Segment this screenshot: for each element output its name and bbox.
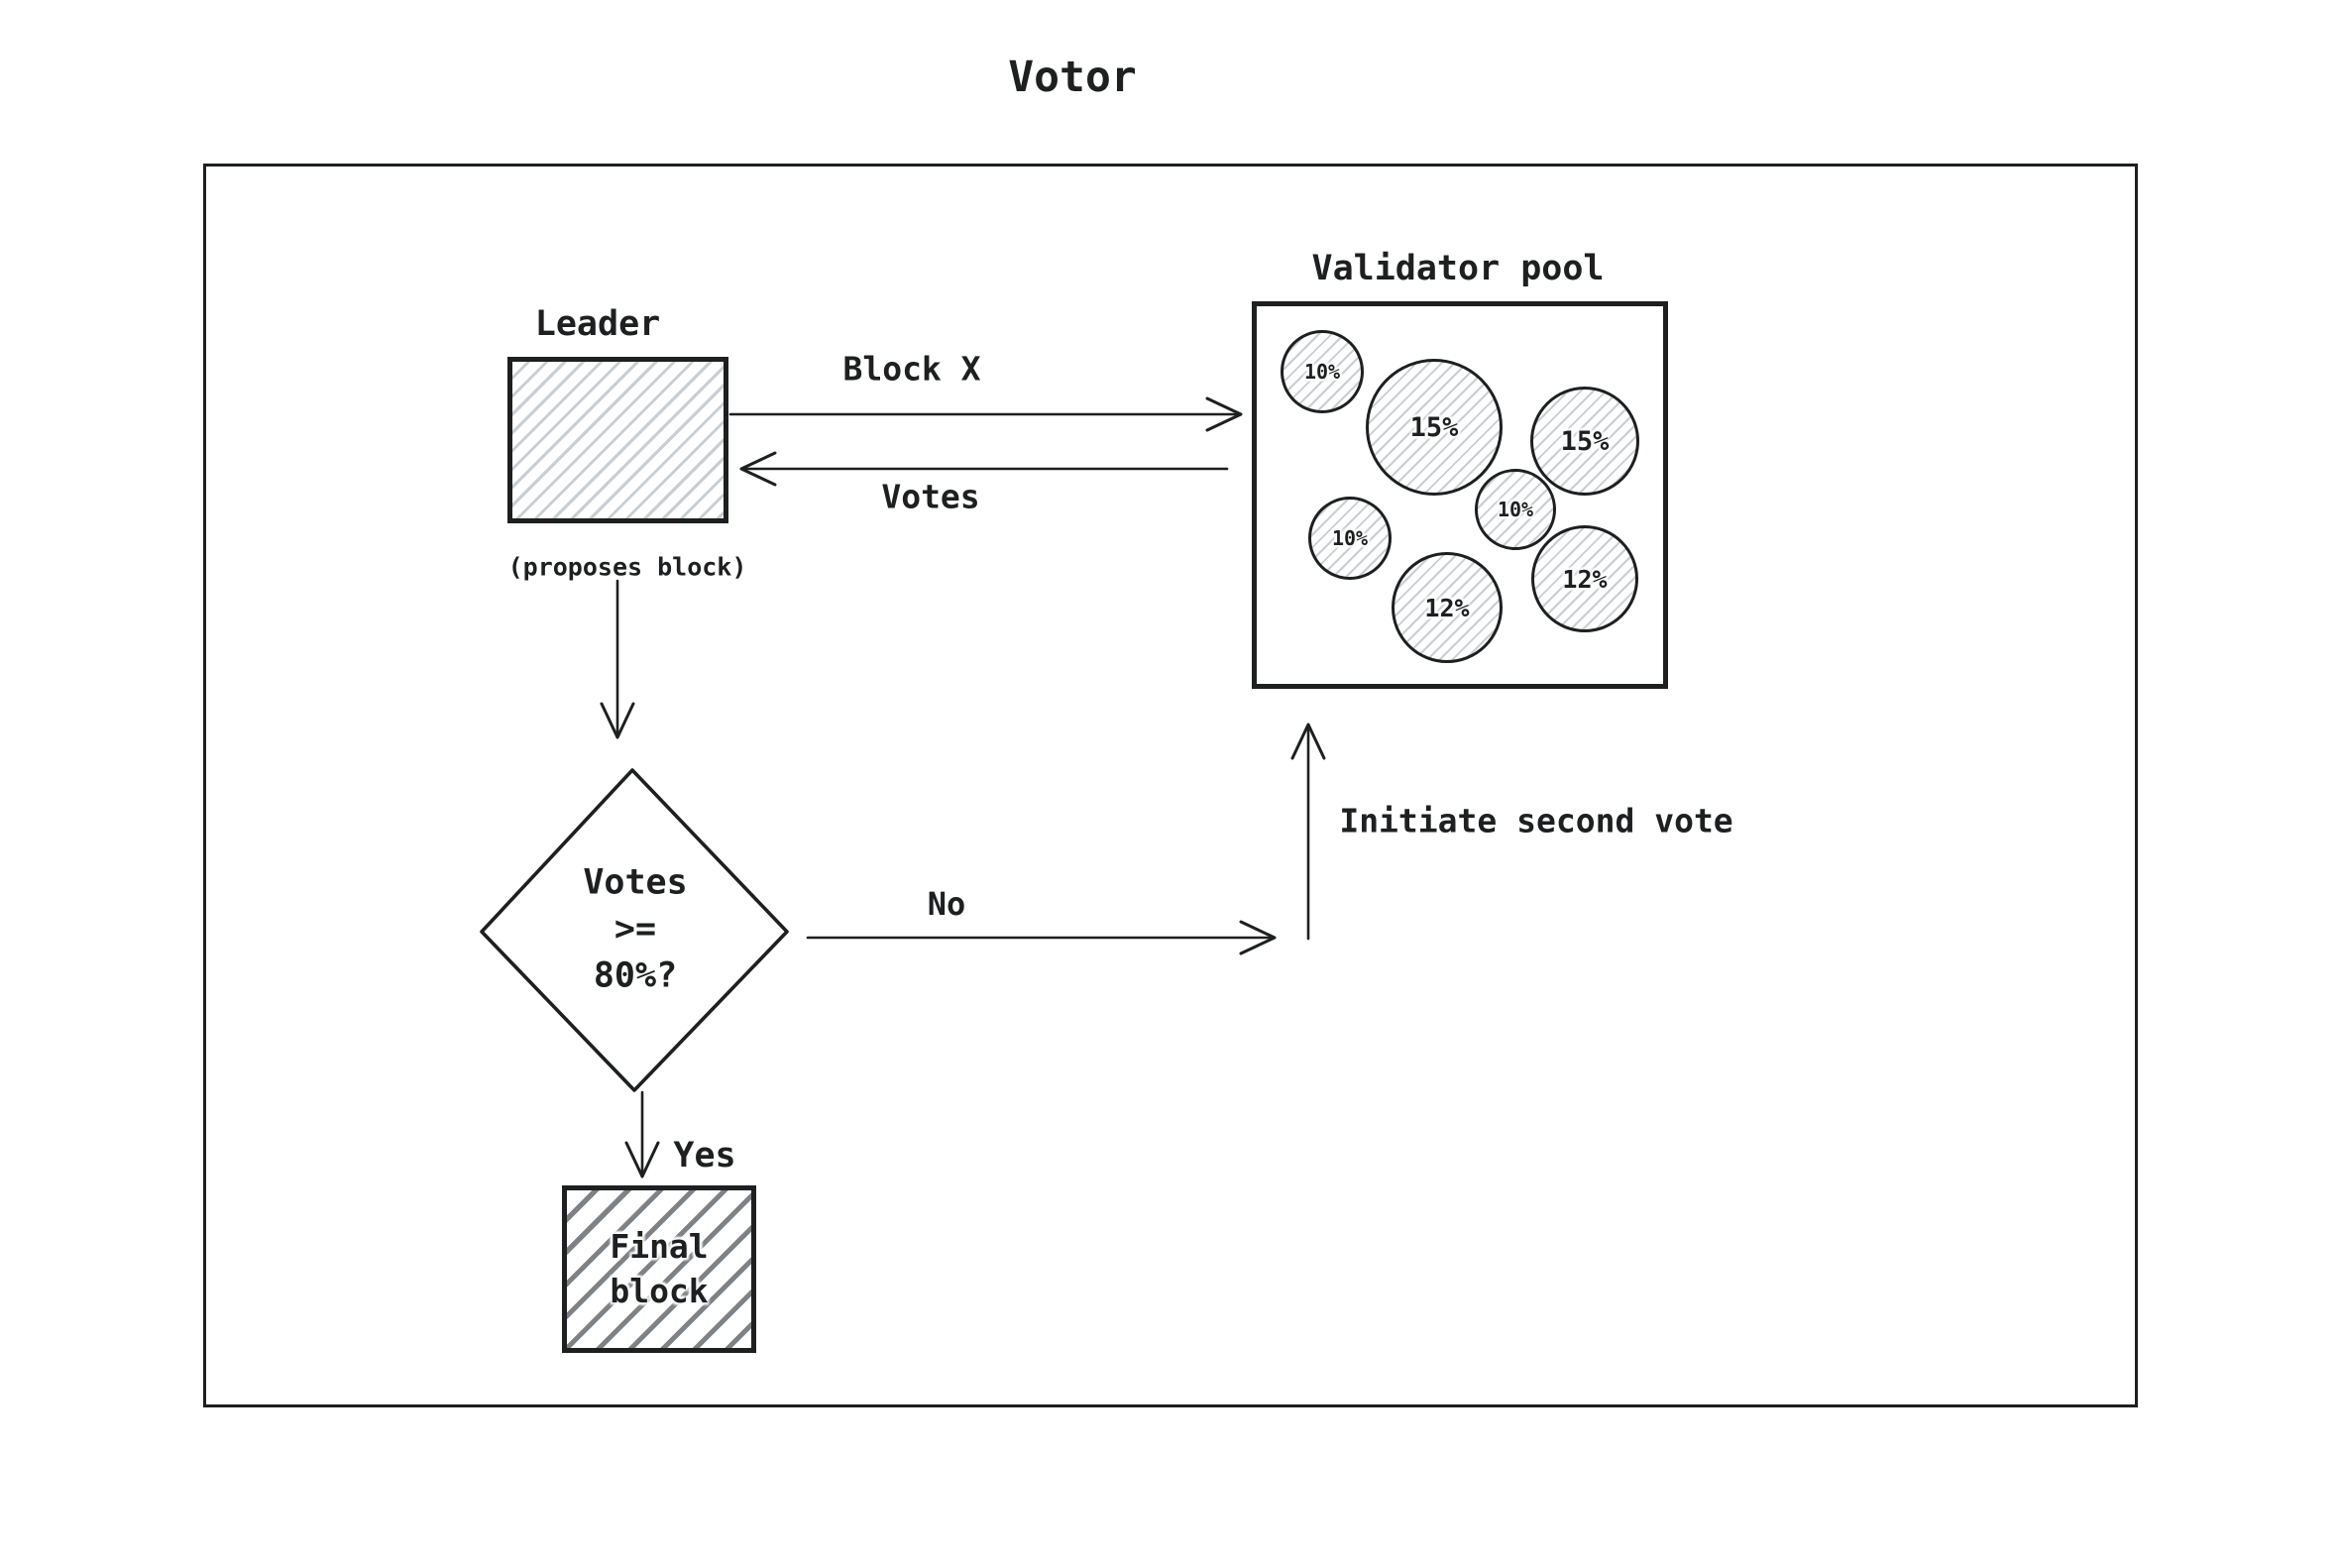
validator-stake-label: 12%: [1562, 564, 1608, 594]
page-title: Votor: [1008, 53, 1137, 102]
votes-label: Votes: [881, 477, 980, 516]
decision-line-2: >=: [614, 909, 657, 950]
validator-circle: 10%: [1475, 469, 1556, 550]
validator-circle: 12%: [1392, 552, 1503, 663]
validator-stake-label: 12%: [1424, 593, 1470, 622]
decision-diamond: [480, 768, 789, 1092]
initiate-second-vote-label: Initiate second vote: [1339, 801, 1733, 840]
final-block-line-1: Final: [610, 1227, 709, 1266]
leader-label: Leader: [534, 304, 661, 344]
validator-stake-label: 15%: [1409, 411, 1459, 443]
validator-pool-label: Validator pool: [1311, 249, 1605, 288]
no-branch-label: No: [927, 885, 966, 923]
validator-circle: 15%: [1366, 359, 1503, 496]
validator-circle: 10%: [1308, 497, 1392, 580]
final-block-line-2: block: [610, 1272, 709, 1310]
validator-stake-label: 15%: [1560, 425, 1610, 457]
decision-line-3: 80%?: [593, 955, 678, 996]
final-block-label: Final block: [610, 1224, 708, 1313]
validator-stake-label: 10%: [1303, 360, 1341, 384]
decision-line-1: Votes: [583, 862, 688, 903]
final-block-box: [562, 1185, 756, 1353]
block-x-label: Block X: [842, 349, 981, 389]
validator-stake-label: 10%: [1497, 498, 1534, 521]
yes-branch-label: Yes: [673, 1136, 736, 1176]
validator-circle: 12%: [1531, 525, 1638, 632]
decision-label: Votes >= 80%?: [583, 860, 687, 1000]
leader-sublabel: (proposes block): [507, 552, 747, 582]
validator-circle: 10%: [1281, 330, 1364, 413]
leader-box: [507, 357, 728, 523]
outer-frame: [203, 164, 2138, 1407]
validator-circle: 15%: [1530, 387, 1639, 496]
validator-stake-label: 10%: [1331, 526, 1369, 550]
